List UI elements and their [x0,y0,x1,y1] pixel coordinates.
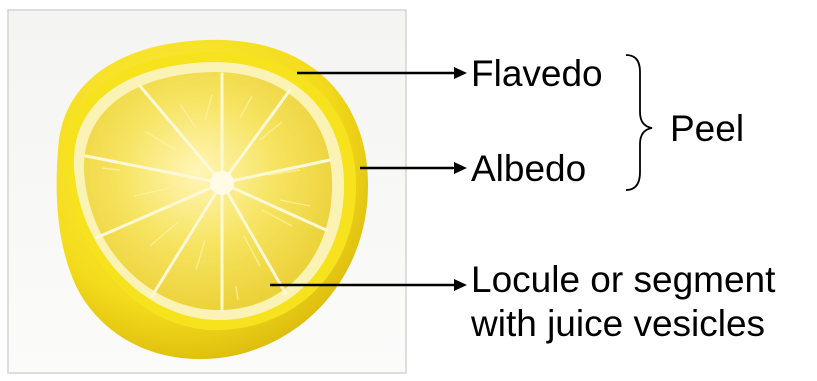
locule-label-line2: with juice vesicles [470,303,765,344]
peel-brace [626,55,652,190]
lemon-center [210,171,234,195]
albedo-label: Albedo [471,148,586,189]
lemon-photo [8,10,406,373]
flavedo-label: Flavedo [471,53,603,94]
locule-label-line1: Locule or segment [471,259,776,300]
peel-label: Peel [670,108,744,149]
